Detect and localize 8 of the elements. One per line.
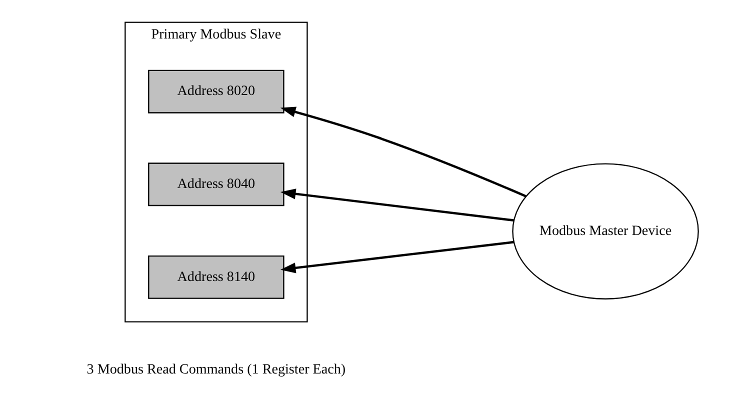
arrow: [280, 188, 514, 222]
node-box: Address 8140: [148, 255, 284, 299]
arrow: [280, 106, 526, 198]
node-box: Address 8040: [148, 162, 284, 206]
arrow: [280, 240, 514, 274]
node-box: Address 8020: [148, 70, 284, 114]
node-ellipse: Modbus Master Device: [512, 163, 698, 300]
label: 3 Modbus Read Commands (1 Register Each): [86, 362, 346, 378]
